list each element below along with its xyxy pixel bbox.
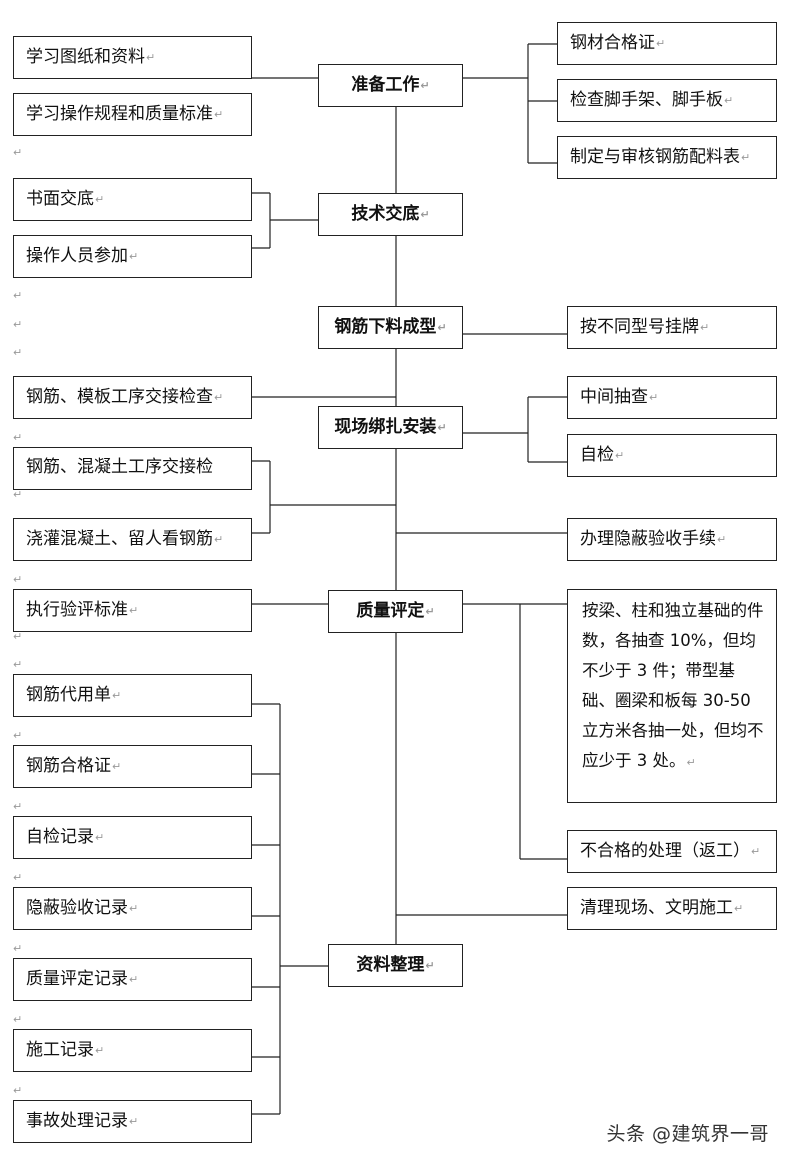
left-item-pour-1: 钢筋、混凝土工序交接检 <box>13 447 252 490</box>
right-item-bind-1: 中间抽查↵ <box>567 376 777 419</box>
left-item-qual-1: 执行验评标准↵ <box>13 589 252 632</box>
paragraph-mark: ↵ <box>13 729 23 742</box>
paragraph-mark: ↵ <box>13 1084 23 1097</box>
step-tech: 技术交底↵ <box>318 193 463 236</box>
step-prep: 准备工作↵ <box>318 64 463 107</box>
paragraph-mark: ↵ <box>13 289 23 302</box>
right-item-bind-2: 自检↵ <box>567 434 777 477</box>
paragraph-mark: ↵ <box>13 942 23 955</box>
paragraph-mark: ↵ <box>13 146 23 159</box>
paragraph-mark: ↵ <box>13 800 23 813</box>
step-docs: 资料整理↵ <box>328 944 463 987</box>
watermark: 头条 @建筑界一哥 <box>606 1123 769 1145</box>
paragraph-mark: ↵ <box>13 871 23 884</box>
left-item-docs-2: 钢筋合格证↵ <box>13 745 252 788</box>
left-item-docs-3: 自检记录↵ <box>13 816 252 859</box>
right-item-clean: 清理现场、文明施工↵ <box>567 887 777 930</box>
left-item-docs-6: 施工记录↵ <box>13 1029 252 1072</box>
left-item-docs-7: 事故处理记录↵ <box>13 1100 252 1143</box>
right-item-prep-2: 检查脚手架、脚手板↵ <box>557 79 777 122</box>
paragraph-mark: ↵ <box>13 658 23 671</box>
paragraph-mark: ↵ <box>13 488 23 501</box>
right-item-prep-3: 制定与审核钢筋配料表↵ <box>557 136 777 179</box>
right-item-cut-1: 按不同型号挂牌↵ <box>567 306 777 349</box>
paragraph-mark: ↵ <box>13 630 23 643</box>
left-item-docs-1: 钢筋代用单↵ <box>13 674 252 717</box>
paragraph-mark: ↵ <box>13 346 23 359</box>
step-bind: 现场绑扎安装↵ <box>318 406 463 449</box>
paragraph-mark: ↵ <box>13 318 23 331</box>
paragraph-mark: ↵ <box>13 431 23 444</box>
paragraph-mark: ↵ <box>13 1013 23 1026</box>
right-item-qual-fail: 不合格的处理（返工）↵ <box>567 830 777 873</box>
left-item-prep-2: 学习操作规程和质量标准↵ <box>13 93 252 136</box>
left-item-prep-1: 学习图纸和资料↵ <box>13 36 252 79</box>
left-item-docs-5: 质量评定记录↵ <box>13 958 252 1001</box>
step-cut: 钢筋下料成型↵ <box>318 306 463 349</box>
left-item-pour-2: 浇灌混凝土、留人看钢筋↵ <box>13 518 252 561</box>
right-item-qual-note: 按梁、柱和独立基础的件数，各抽查 10%，但均不少于 3 件；带型基础、圈梁和板… <box>567 589 777 803</box>
left-item-docs-4: 隐蔽验收记录↵ <box>13 887 252 930</box>
step-qual: 质量评定↵ <box>328 590 463 633</box>
left-item-bind-1: 钢筋、模板工序交接检查↵ <box>13 376 252 419</box>
right-item-prep-1: 钢材合格证↵ <box>557 22 777 65</box>
left-item-tech-1: 书面交底↵ <box>13 178 252 221</box>
paragraph-mark: ↵ <box>13 573 23 586</box>
right-item-hidden-1: 办理隐蔽验收手续↵ <box>567 518 777 561</box>
left-item-tech-2: 操作人员参加↵ <box>13 235 252 278</box>
